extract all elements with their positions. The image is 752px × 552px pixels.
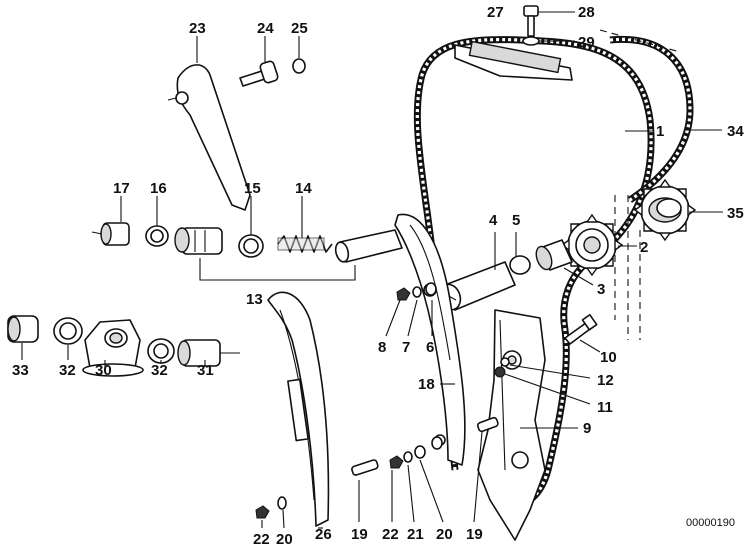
tensioner-piston <box>334 229 403 263</box>
callout-33: 33 <box>12 362 29 379</box>
bushing-3 <box>535 239 573 271</box>
o-ring-5 <box>509 255 531 275</box>
callout-9: 9 <box>583 420 591 437</box>
callout-28: 28 <box>578 4 595 21</box>
callout-32-right: 32 <box>151 362 168 379</box>
callout-20-left: 20 <box>276 531 293 548</box>
sealing-ring-15-inner <box>243 238 259 254</box>
callout-3: 3 <box>597 281 605 298</box>
callout-30: 30 <box>95 362 112 379</box>
callout-29: 29 <box>578 34 595 51</box>
washer-dot <box>431 436 443 450</box>
nut-22 <box>389 455 404 469</box>
leader-lines <box>21 11 723 529</box>
tensioner-housing <box>174 227 223 255</box>
tensioner-plug-17 <box>91 222 130 246</box>
callout-14: 14 <box>295 180 312 197</box>
callout-18: 18 <box>418 376 435 393</box>
bolt-28 <box>523 5 539 37</box>
callout-32-left: 32 <box>59 362 76 379</box>
guide-rail-26 <box>267 291 330 527</box>
washer-20-lower <box>277 496 287 510</box>
washer-21 <box>403 451 413 463</box>
timing-chain-upper <box>413 36 655 510</box>
callout-25: 25 <box>291 20 308 37</box>
callout-11: 11 <box>597 399 613 416</box>
callout-12: 12 <box>597 372 614 389</box>
washer-12 <box>500 357 510 367</box>
sealing-ring-32-left-inner <box>59 322 77 340</box>
washer-7 <box>412 286 422 298</box>
nut-8 <box>396 287 411 301</box>
callout-31: 31 <box>197 362 214 379</box>
sprocket-2 <box>560 213 624 277</box>
callout-23: 23 <box>189 20 206 37</box>
callout-19-right: 19 <box>466 526 483 543</box>
tensioner-arm-23 <box>167 64 251 211</box>
assembly-bracket-13 <box>199 258 356 281</box>
callout-24: 24 <box>257 20 274 37</box>
callout-10: 10 <box>600 349 617 366</box>
washer-25 <box>292 58 306 74</box>
callout-26: 26 <box>315 526 332 543</box>
callout-34: 34 <box>727 123 744 140</box>
nut-11 <box>494 366 506 378</box>
callout-35: 35 <box>727 205 744 222</box>
document-id: 00000190 <box>686 517 735 529</box>
sealing-ring-32-right-inner <box>153 343 169 359</box>
callout-2: 2 <box>640 239 648 256</box>
bolt-10 <box>564 313 598 345</box>
callout-1: 1 <box>656 123 664 140</box>
sealing-ring-16-inner <box>150 229 164 243</box>
housing-30 <box>82 319 144 377</box>
callout-16: 16 <box>150 180 167 197</box>
bolt-24 <box>239 60 279 87</box>
callout-17: 17 <box>113 180 130 197</box>
callout-20-right: 20 <box>436 526 453 543</box>
sprocket-35 <box>633 178 697 242</box>
callout-13: 13 <box>246 291 263 308</box>
callout-22-left: 22 <box>253 531 270 548</box>
alignment-line <box>599 29 681 53</box>
nut-22-lower <box>255 505 270 519</box>
callout-15: 15 <box>244 180 261 197</box>
callout-21: 21 <box>407 526 424 543</box>
callout-8: 8 <box>378 339 386 356</box>
callout-5: 5 <box>512 212 520 229</box>
pin-19-right <box>476 416 499 433</box>
callout-7: 7 <box>402 339 410 356</box>
plug-33 <box>7 315 39 343</box>
union-31 <box>177 339 240 367</box>
spring-14 <box>277 235 333 253</box>
callout-22-right: 22 <box>382 526 399 543</box>
pin-19-left <box>351 459 379 476</box>
callout-19-left: 19 <box>351 526 368 543</box>
callout-27: 27 <box>487 4 504 21</box>
washer-6 <box>425 282 437 296</box>
washer-29 <box>522 36 540 46</box>
callout-6: 6 <box>426 339 434 356</box>
upper-guide-rail <box>454 40 573 81</box>
callout-labels: 1 2 3 4 5 6 7 8 9 10 11 12 13 14 15 16 1… <box>12 4 744 548</box>
washer-20 <box>414 445 426 459</box>
callout-4: 4 <box>489 212 498 229</box>
